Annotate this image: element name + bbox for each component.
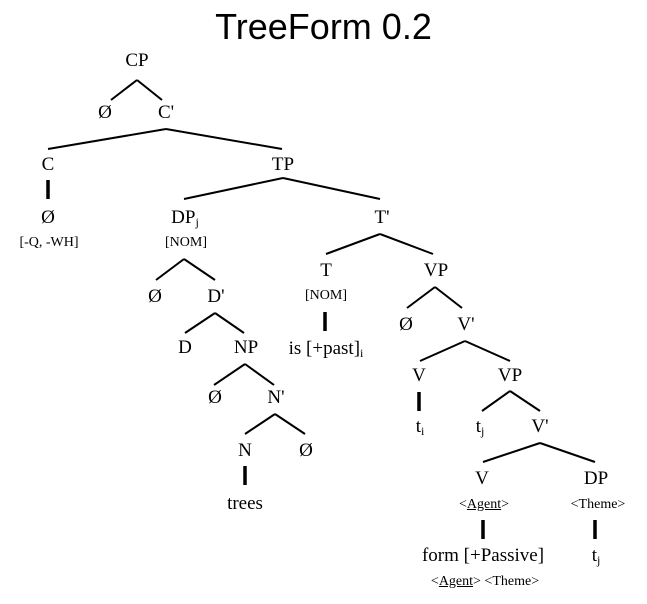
branch-nbar-n	[244, 413, 276, 435]
node-t-case: [NOM]	[305, 288, 347, 303]
branch-dp-dbar	[183, 258, 216, 281]
branch-vbar2-dp	[539, 442, 596, 463]
branch-vp-vbar	[434, 286, 463, 309]
branch-np-spec	[213, 363, 246, 386]
branch-dp-spec	[155, 258, 185, 281]
node-c-features: [-Q, -WH]	[19, 235, 79, 250]
node-n: N	[238, 440, 252, 461]
branch-cbar-c	[47, 128, 167, 150]
node-c-head: Ø	[41, 207, 55, 228]
node-c: C	[41, 154, 55, 175]
node-trace-i: ti	[415, 416, 425, 438]
node-v2-role: <Agent>	[458, 497, 510, 512]
node-dp-spec: Ø	[148, 286, 162, 307]
node-v1: V	[412, 365, 426, 386]
branch-nbar-comp	[274, 413, 306, 435]
node-t-index: i	[360, 346, 364, 360]
branch-cp-spec	[110, 79, 138, 101]
branch-dbar-np	[214, 312, 245, 334]
node-v-word: form [+Passive]	[421, 545, 545, 566]
node-v2: V	[475, 468, 489, 489]
branch-tbar-vp	[379, 233, 434, 255]
branch-vbar2-v	[482, 442, 541, 463]
node-trace-j1: tj	[475, 416, 485, 438]
node-v-bar2: V'	[531, 416, 549, 437]
node-dp: DPj	[171, 207, 199, 229]
node-trace-j2-index: j	[596, 553, 601, 567]
node-v-bar1: V'	[457, 314, 475, 335]
node-vp1-spec: Ø	[399, 314, 413, 335]
node-vp2: VP	[497, 365, 523, 386]
node-np: NP	[233, 337, 259, 358]
node-tp: TP	[271, 154, 295, 175]
node-c-bar: C'	[157, 102, 175, 123]
node-d-bar: D'	[207, 286, 225, 307]
node-d: D	[178, 337, 192, 358]
branch-dbar-d	[184, 312, 216, 334]
node-vp1: VP	[423, 260, 449, 281]
node-trace-j2: tj	[591, 545, 601, 567]
branch-vp-spec	[406, 286, 436, 309]
node-v-roles: <Agent> <Theme>	[430, 574, 540, 589]
node-cp: CP	[125, 50, 149, 71]
node-t-word: is [+past]i	[288, 338, 364, 360]
branch-vbar1-v	[419, 340, 466, 362]
branch-tbar-t	[325, 233, 381, 255]
node-trace-i-index: i	[420, 424, 425, 438]
node-n-bar: N'	[267, 387, 285, 408]
node-np-spec: Ø	[208, 387, 222, 408]
node-cp-spec: Ø	[98, 102, 112, 123]
node-trace-j1-index: j	[480, 424, 485, 438]
branch-cp-cbar	[136, 79, 163, 101]
node-n-comp: Ø	[299, 440, 313, 461]
branch-vbar1-vp	[464, 340, 511, 362]
node-t: T	[320, 260, 332, 281]
branch-cbar-tp	[165, 128, 283, 150]
node-dp2: DP	[583, 468, 609, 489]
branch-np-nbar	[244, 363, 275, 386]
branch-vp2-vbar	[509, 390, 541, 412]
node-dp2-role: <Theme>	[570, 497, 626, 512]
node-t-bar: T'	[374, 207, 390, 228]
page-title: TreeForm 0.2	[215, 6, 432, 47]
branch-tp-tbar	[282, 177, 381, 200]
node-dp-case: [NOM]	[165, 235, 207, 250]
node-dp-index: j	[195, 215, 199, 229]
branch-vp2-trace	[481, 390, 511, 412]
node-n-word: trees	[227, 493, 263, 514]
branch-tp-dp	[183, 177, 284, 200]
